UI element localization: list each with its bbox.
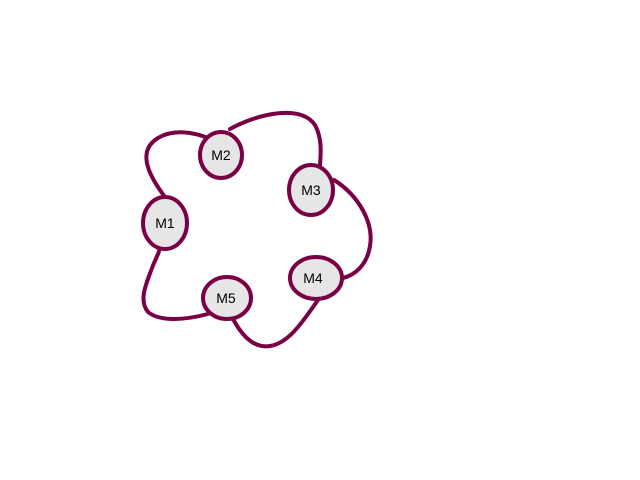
node-m3-label: M3 [301,182,321,198]
edges-layer [141,110,373,349]
node-m4-shape [288,255,344,301]
node-m2-shape [198,130,244,180]
node-m4-label: M4 [303,270,323,286]
node-m1-shape [141,195,189,251]
edge-m2-m3 [228,110,323,167]
edge-m1-m2 [144,130,214,199]
node-m3-shape [287,163,335,217]
node-m5-label: M5 [216,290,236,306]
node-m5-shape [201,275,253,321]
node-m1-label: M1 [155,215,175,231]
edge-m4-m5 [231,298,320,349]
node-m3: M3 [287,163,335,217]
node-m2-label: M2 [211,147,231,163]
node-m4: M4 [288,255,344,301]
nodes-layer: M1 M2 M3 M4 M5 [141,130,344,321]
edge-m5-m1 [141,246,210,321]
node-m5: M5 [201,275,253,321]
edge-m3-m4 [332,178,373,280]
node-m2: M2 [198,130,244,180]
node-m1: M1 [141,195,189,251]
